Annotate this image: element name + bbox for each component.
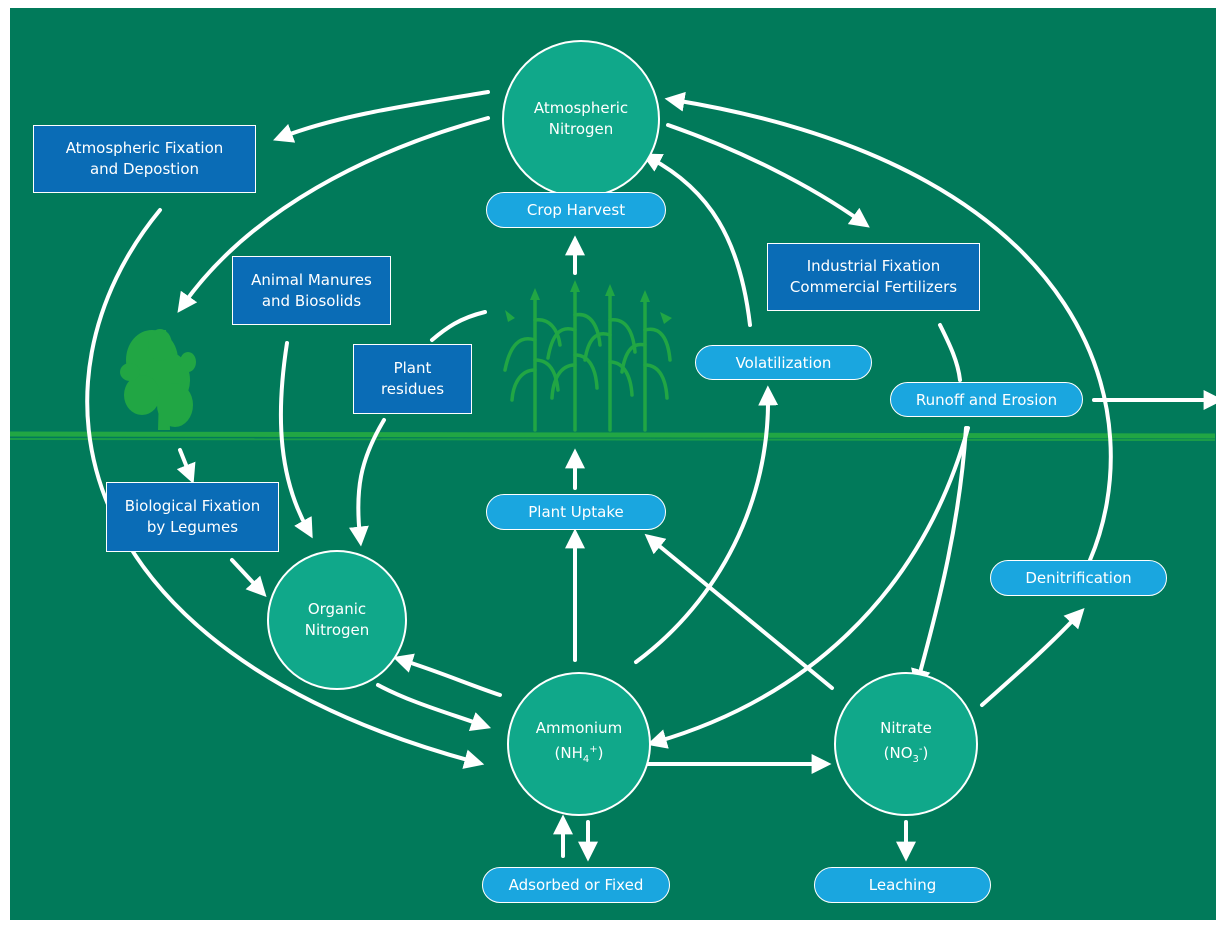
arrow-atmos-to-atmos-fixation xyxy=(273,90,490,143)
adsorbed-fixed-pill: Adsorbed or Fixed xyxy=(482,867,670,903)
crop-harvest-pill: Crop Harvest xyxy=(486,192,666,228)
arrow-industrial-to-nitrate xyxy=(938,323,962,382)
arrow-nitrate-to-denitrification xyxy=(980,608,1085,707)
ammonium-formula: (NH4+) xyxy=(554,744,604,765)
arrow-volatilization-to-atmos xyxy=(641,153,752,327)
atmospheric-nitrogen-node: Atmospheric Nitrogen xyxy=(502,40,660,198)
arrow-ammonium-to-organic xyxy=(392,653,502,697)
runoff-erosion-pill: Runoff and Erosion xyxy=(890,382,1083,417)
denitrification-pill: Denitrification xyxy=(990,560,1167,596)
arrow-nitrate-to-uptake xyxy=(644,533,834,690)
industrial-fixation-box: Industrial Fixation Commercial Fertilize… xyxy=(767,243,980,311)
atmospheric-fixation-line1: Atmospheric Fixation xyxy=(65,139,224,157)
industrial-fixation-line2: Commercial Fertilizers xyxy=(789,278,958,296)
arrow-runoff-to-nitrate xyxy=(911,426,968,690)
legume-plant-icon xyxy=(120,329,196,430)
atmospheric-fixation-line2: and Depostion xyxy=(89,160,199,178)
ammonium-label: Ammonium xyxy=(535,719,623,737)
arrow-ammonium-to-volatilization xyxy=(634,385,779,664)
ground-line xyxy=(9,431,1216,439)
atmospheric-fixation-box: Atmospheric Fixation and Depostion xyxy=(33,125,256,193)
animal-manures-line1: Animal Manures xyxy=(251,270,372,289)
plant-residues-line2: residues xyxy=(380,380,445,398)
organic-nitrogen-node: Organic Nitrogen xyxy=(267,550,407,690)
corn-tassel-icon xyxy=(505,280,672,324)
arrow-industrial-to-ammonium xyxy=(646,426,970,749)
arrow-atmos-to-industrial xyxy=(666,123,870,228)
biological-fixation-line1: Biological Fixation xyxy=(124,497,261,515)
volatilization-pill: Volatilization xyxy=(695,345,872,380)
corn-plant-icon xyxy=(503,290,672,432)
nitrate-node: Nitrate (NO3-) xyxy=(834,672,978,816)
arrow-residues-to-organic xyxy=(348,418,386,547)
ground-line-lower xyxy=(9,438,1216,442)
arrow-legume-to-biofix xyxy=(176,448,196,484)
line-corn-to-residues xyxy=(430,310,487,342)
plant-uptake-pill: Plant Uptake xyxy=(486,494,666,530)
arrow-organic-to-ammonium xyxy=(376,683,492,731)
arrow-biofix-to-organic xyxy=(230,558,267,598)
nitrate-label: Nitrate xyxy=(880,719,932,737)
atmospheric-nitrogen-line2: Nitrogen xyxy=(548,120,614,138)
organic-nitrogen-line2: Nitrogen xyxy=(304,621,370,639)
biological-fixation-box: Biological Fixation by Legumes xyxy=(106,482,279,552)
ammonium-node: Ammonium (NH4+) xyxy=(507,672,651,816)
plant-residues-line1: Plant xyxy=(393,359,432,377)
arrow-manures-to-organic xyxy=(278,341,313,539)
nitrate-formula: (NO3-) xyxy=(883,744,929,765)
biological-fixation-line2: by Legumes xyxy=(146,518,239,536)
arrow-denitrification-to-atmos xyxy=(664,91,1113,562)
plant-residues-box: Plant residues xyxy=(353,344,472,414)
animal-manures-box: Animal Manures and Biosolids xyxy=(232,256,391,325)
atmospheric-nitrogen-line1: Atmospheric xyxy=(533,99,629,117)
animal-manures-line2: and Biosolids xyxy=(261,291,362,310)
arrow-atmos-to-legume xyxy=(177,116,490,313)
organic-nitrogen-line1: Organic xyxy=(307,600,367,618)
leaching-pill: Leaching xyxy=(814,867,991,903)
industrial-fixation-line1: Industrial Fixation xyxy=(806,257,941,275)
